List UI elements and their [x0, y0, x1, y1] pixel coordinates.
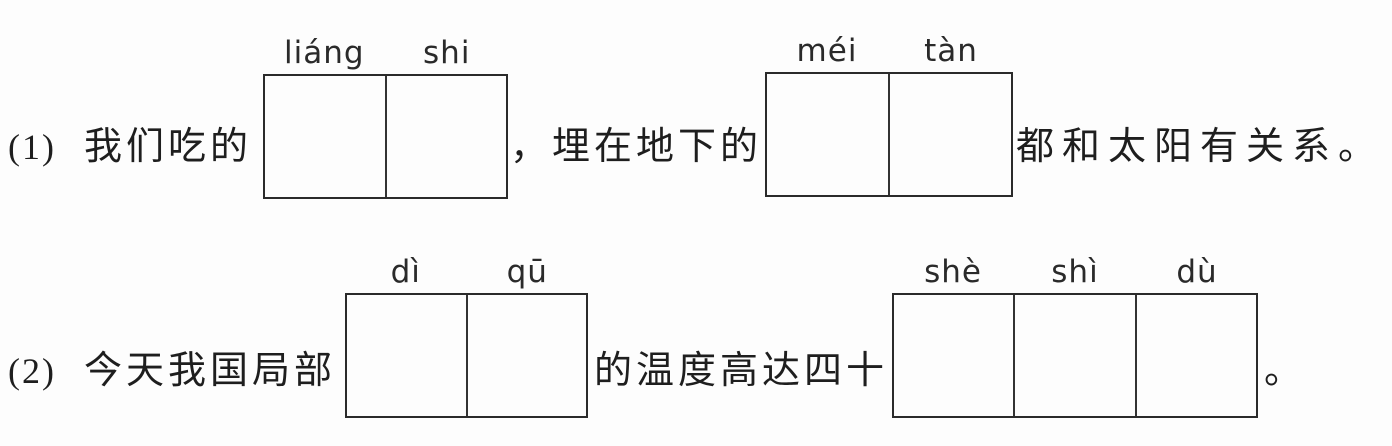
item-1-number: (1): [8, 127, 56, 167]
answer-box-cell[interactable]: [767, 74, 888, 195]
item-1-middle-text: ，埋在地下的: [510, 126, 763, 168]
answer-box-cell[interactable]: [347, 295, 466, 416]
pinyin-label: shè: [924, 254, 982, 290]
answer-box-cell[interactable]: [1013, 295, 1134, 416]
pinyin-label: tàn: [924, 33, 978, 69]
pinyin-label: dì: [390, 254, 421, 290]
answer-box-cell[interactable]: [265, 76, 385, 197]
pinyin-label: shì: [1051, 254, 1099, 290]
item-2-middle-text: 的温度高达四十: [594, 350, 889, 392]
pinyin-label: shi: [423, 35, 471, 71]
answer-box-cell[interactable]: [465, 295, 587, 416]
pinyin-labels: méi tàn: [765, 20, 1013, 72]
pinyin-labels: dì qū: [345, 241, 588, 293]
answer-boxes: [263, 74, 508, 199]
pinyin-labels: liáng shi: [263, 22, 508, 74]
answer-box-cell[interactable]: [888, 74, 1011, 195]
answer-box-group-diqu: dì qū: [345, 241, 588, 418]
pinyin-label: dù: [1176, 254, 1218, 290]
answer-box-cell[interactable]: [384, 76, 507, 197]
answer-box-cell[interactable]: [1134, 295, 1256, 416]
item-2-number: (2): [8, 351, 56, 391]
answer-box-group-meitan: méi tàn: [765, 20, 1013, 197]
answer-box-group-sheshidu: shè shì dù: [892, 241, 1258, 418]
answer-boxes: [892, 293, 1258, 418]
item-2-lead-text: 今天我国局部: [84, 350, 337, 392]
pinyin-labels: shè shì dù: [892, 241, 1258, 293]
answer-boxes: [345, 293, 588, 418]
item-2-tail-text: 。: [1264, 350, 1307, 392]
pinyin-label: liáng: [283, 35, 365, 71]
pinyin-label: qū: [506, 254, 548, 290]
answer-box-group-liangshi: liáng shi: [263, 22, 508, 199]
answer-boxes: [765, 72, 1013, 197]
pinyin-label: méi: [796, 33, 858, 69]
item-1-tail-text: 都和太阳有关系。: [1016, 126, 1385, 168]
answer-box-cell[interactable]: [894, 295, 1013, 416]
item-1-lead-text: 我们吃的: [84, 126, 253, 168]
